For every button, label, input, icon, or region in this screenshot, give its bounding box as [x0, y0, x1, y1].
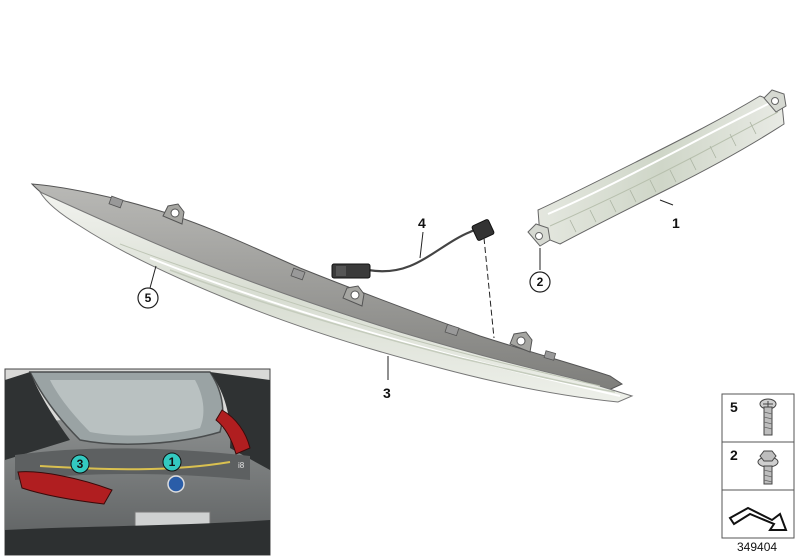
third-brake-light — [527, 89, 787, 247]
callout-5: 5 — [137, 287, 159, 309]
hex-bolt-icon — [757, 450, 779, 485]
svg-text:i8: i8 — [238, 461, 245, 470]
mounting-ear — [527, 223, 551, 247]
callout-3: 3 — [383, 385, 391, 401]
mounting-tab — [162, 203, 185, 225]
callout-1: 1 — [672, 215, 680, 231]
callout-4: 4 — [418, 215, 426, 231]
svg-text:1: 1 — [169, 455, 176, 469]
assembly-arrow-icon — [728, 506, 788, 531]
inset-marker-3: 3 — [70, 454, 90, 474]
svg-text:3: 3 — [77, 457, 84, 471]
mounting-tab — [509, 331, 533, 353]
wiring-harness — [331, 219, 495, 339]
fastener-legend: 5 2 — [721, 393, 795, 539]
mounting-tab — [342, 285, 365, 307]
svg-text:5: 5 — [145, 291, 152, 305]
mounting-ear — [763, 89, 787, 113]
rear-light-strip — [30, 183, 634, 403]
leader-lines — [149, 199, 674, 380]
legend-label-5: 5 — [730, 399, 738, 415]
torx-screw-icon — [759, 398, 777, 436]
document-number: 349404 — [737, 540, 778, 554]
callout-2: 2 — [529, 271, 551, 293]
svg-text:2: 2 — [537, 275, 544, 289]
vehicle-inset: i8 3 1 — [4, 368, 271, 556]
inset-marker-1: 1 — [162, 452, 182, 472]
connector-socket — [471, 219, 495, 241]
legend-label-2: 2 — [730, 447, 738, 463]
